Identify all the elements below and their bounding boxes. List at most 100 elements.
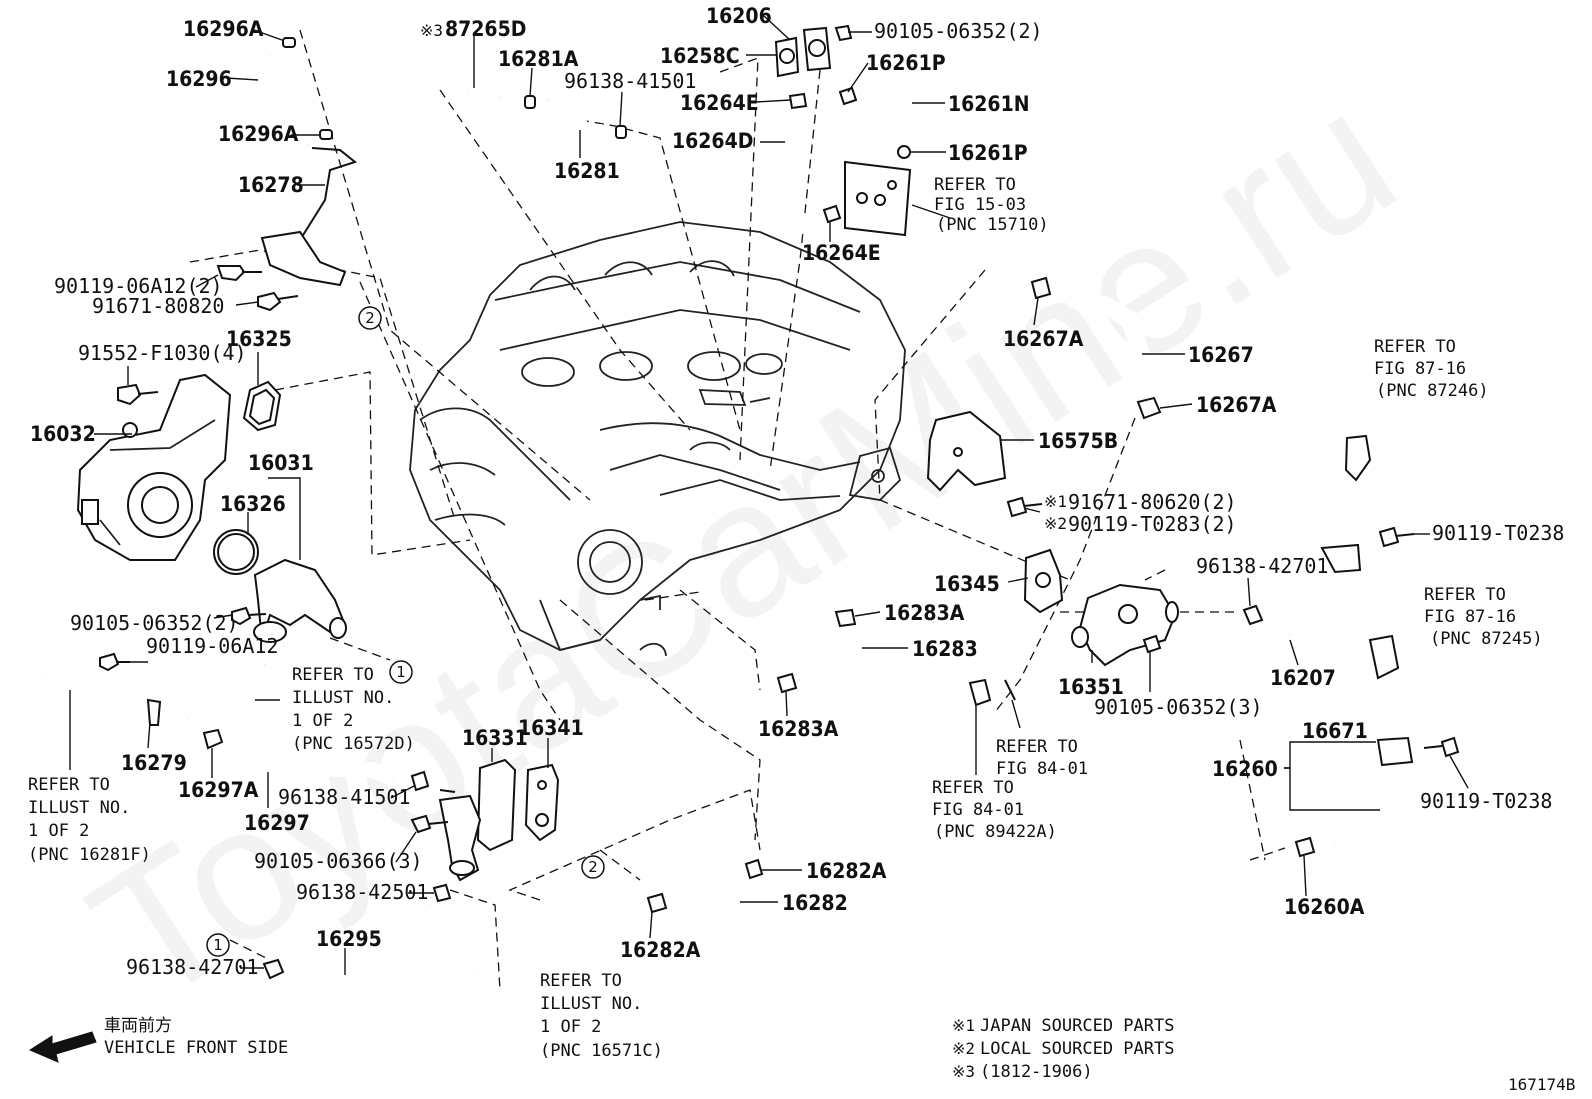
callout-90105-06352-2-left[interactable]: 90105-06352(2) [70,611,239,635]
callout-16283A-top[interactable]: 16283A [884,601,965,625]
callout-91671-80620-2[interactable]: 91671-80620(2) [1068,490,1237,514]
callout-16296[interactable]: 16296 [166,67,232,91]
callout-16260A[interactable]: 16260A [1284,895,1365,919]
svg-text:(PNC 15710): (PNC 15710) [936,215,1049,235]
callout-16279[interactable]: 16279 [121,751,187,775]
note-1-text: JAPAN SOURCED PARTS [980,1016,1174,1036]
svg-text:(PNC 16571C): (PNC 16571C) [540,1041,663,1061]
callout-96138-42701-left[interactable]: 96138-42701 [126,955,258,979]
svg-text:ILLUST NO.: ILLUST NO. [540,994,642,1014]
front-side-jp: 車両前方 [104,1016,172,1036]
callout-16326[interactable]: 16326 [220,492,286,516]
circle-marker-1-low: 1 [206,933,230,957]
callout-90105-06352-3[interactable]: 90105-06352(3) [1094,695,1263,719]
note-1-mark: ※1 [952,1016,975,1035]
svg-text:ILLUST NO.: ILLUST NO. [292,688,394,708]
callout-16264D[interactable]: 16264D [672,129,753,153]
callout-16261P-top[interactable]: 16261P [866,51,946,75]
ref-fig87-16-a[interactable]: REFER TO FIG 87-16 (PNC 87246) [1374,337,1489,401]
callout-16261N[interactable]: 16261N [948,92,1030,116]
callout-16264E-low[interactable]: 16264E [802,241,881,265]
note-2-mark: ※2 [952,1039,975,1058]
svg-text:REFER TO: REFER TO [1374,337,1456,357]
callout-90119-T0283-2[interactable]: 90119-T0283(2) [1068,512,1237,536]
callout-16032[interactable]: 16032 [30,422,96,446]
svg-text:1: 1 [213,936,223,954]
callout-16278[interactable]: 16278 [238,173,304,197]
callout-16341[interactable]: 16341 [518,716,584,740]
callout-16260[interactable]: 16260 [1212,757,1278,781]
svg-text:FIG 84-01: FIG 84-01 [996,759,1088,779]
note-3-mark: ※3 [952,1062,975,1081]
ref-illust-16571C[interactable]: REFER TO ILLUST NO. 1 OF 2 (PNC 16571C) [540,971,663,1061]
callout-16282A-right[interactable]: 16282A [806,859,887,883]
callout-16671[interactable]: 16671 [1302,719,1368,743]
front-side-en: VEHICLE FRONT SIDE [104,1038,288,1058]
ref-fig15-03[interactable]: REFER TO FIG 15-03 (PNC 15710) [934,175,1049,235]
callout-16297A[interactable]: 16297A [178,778,259,802]
callout-16258C[interactable]: 16258C [660,44,740,68]
reference-notes: REFER TO FIG 15-03 (PNC 15710) REFER TO … [28,175,1543,1061]
callout-16282A-low[interactable]: 16282A [620,938,701,962]
callout-16281A[interactable]: 16281A [498,47,579,71]
callout-87265D[interactable]: 87265D [445,17,526,41]
ref-fig84-01-b[interactable]: REFER TO FIG 84-01 (PNC 89422A) [932,778,1057,842]
callout-16331[interactable]: 16331 [462,726,528,750]
ref-fig84-01-a[interactable]: REFER TO FIG 84-01 [996,737,1088,779]
callout-16206[interactable]: 16206 [706,4,772,28]
mark-90119-T0283-2: ※2 [1044,514,1067,533]
callout-16345[interactable]: 16345 [934,572,1000,596]
svg-text:FIG 84-01: FIG 84-01 [932,800,1024,820]
callout-90119-T0238-top[interactable]: 90119-T0238 [1432,521,1564,545]
callout-16031[interactable]: 16031 [248,451,314,475]
callout-16267[interactable]: 16267 [1188,343,1254,367]
callout-16281[interactable]: 16281 [554,159,620,183]
watermark: ToyotaCarMine.ru [57,50,1430,1044]
svg-text:REFER TO: REFER TO [292,665,374,685]
ref-illust-16572D[interactable]: REFER TO ILLUST NO. 1 OF 2 (PNC 16572D) [292,665,415,754]
callout-16207[interactable]: 16207 [1270,666,1336,690]
callout-16296A-top[interactable]: 16296A [183,17,264,41]
callout-16325[interactable]: 16325 [226,327,292,351]
svg-text:1 OF 2: 1 OF 2 [292,711,353,731]
callout-16575B[interactable]: 16575B [1038,429,1118,453]
svg-text:ILLUST NO.: ILLUST NO. [28,798,130,818]
callout-16296A-mid[interactable]: 16296A [218,122,299,146]
callout-16267A-low[interactable]: 16267A [1196,393,1277,417]
callout-90105-06366-3[interactable]: 90105-06366(3) [254,849,423,873]
callout-16297[interactable]: 16297 [244,811,310,835]
callout-91552-F1030-4[interactable]: 91552-F1030(4) [78,341,247,365]
svg-text:REFER TO: REFER TO [540,971,622,991]
callout-96138-41501-low[interactable]: 96138-41501 [278,785,410,809]
note-3-text: (1812-1906) [980,1062,1093,1082]
callout-16295[interactable]: 16295 [316,927,382,951]
callout-16264E-top[interactable]: 16264E [680,91,759,115]
callout-16267A-top[interactable]: 16267A [1003,327,1084,351]
callout-96138-42501[interactable]: 96138-42501 [296,880,428,904]
diagram-id: 167174B [1508,1075,1575,1094]
dashed-assembly-lines [189,29,1286,991]
circle-marker-2-top: 2 [358,306,382,330]
callout-16261P-mid[interactable]: 16261P [948,141,1028,165]
callout-96138-42701-right[interactable]: 96138-42701 [1196,554,1328,578]
svg-text:(PNC 87246): (PNC 87246) [1376,381,1489,401]
callout-16351[interactable]: 16351 [1058,675,1124,699]
callout-16283[interactable]: 16283 [912,637,978,661]
callout-90119-06A12-2[interactable]: 90119-06A12(2) [54,274,223,298]
ref-illust-16281F[interactable]: REFER TO ILLUST NO. 1 OF 2 (PNC 16281F) [28,775,151,865]
callout-16283A-low[interactable]: 16283A [758,717,839,741]
ref-fig87-16-b[interactable]: REFER TO FIG 87-16 (PNC 87245) [1424,585,1543,649]
svg-text:REFER TO: REFER TO [1424,585,1506,605]
callout-96138-41501-top[interactable]: 96138-41501 [564,69,696,93]
svg-text:REFER TO: REFER TO [996,737,1078,757]
callout-90119-06A12[interactable]: 90119-06A12 [146,634,278,658]
callout-91671-80820[interactable]: 91671-80820 [92,294,224,318]
svg-text:2: 2 [365,309,375,327]
callout-16282[interactable]: 16282 [782,891,848,915]
svg-text:REFER TO: REFER TO [932,778,1014,798]
callout-90105-06352-2-top[interactable]: 90105-06352(2) [874,19,1043,43]
callout-90119-T0238-low[interactable]: 90119-T0238 [1420,789,1552,813]
part-shapes [28,24,1535,1063]
circle-marker-1-right: 1 [389,660,413,684]
